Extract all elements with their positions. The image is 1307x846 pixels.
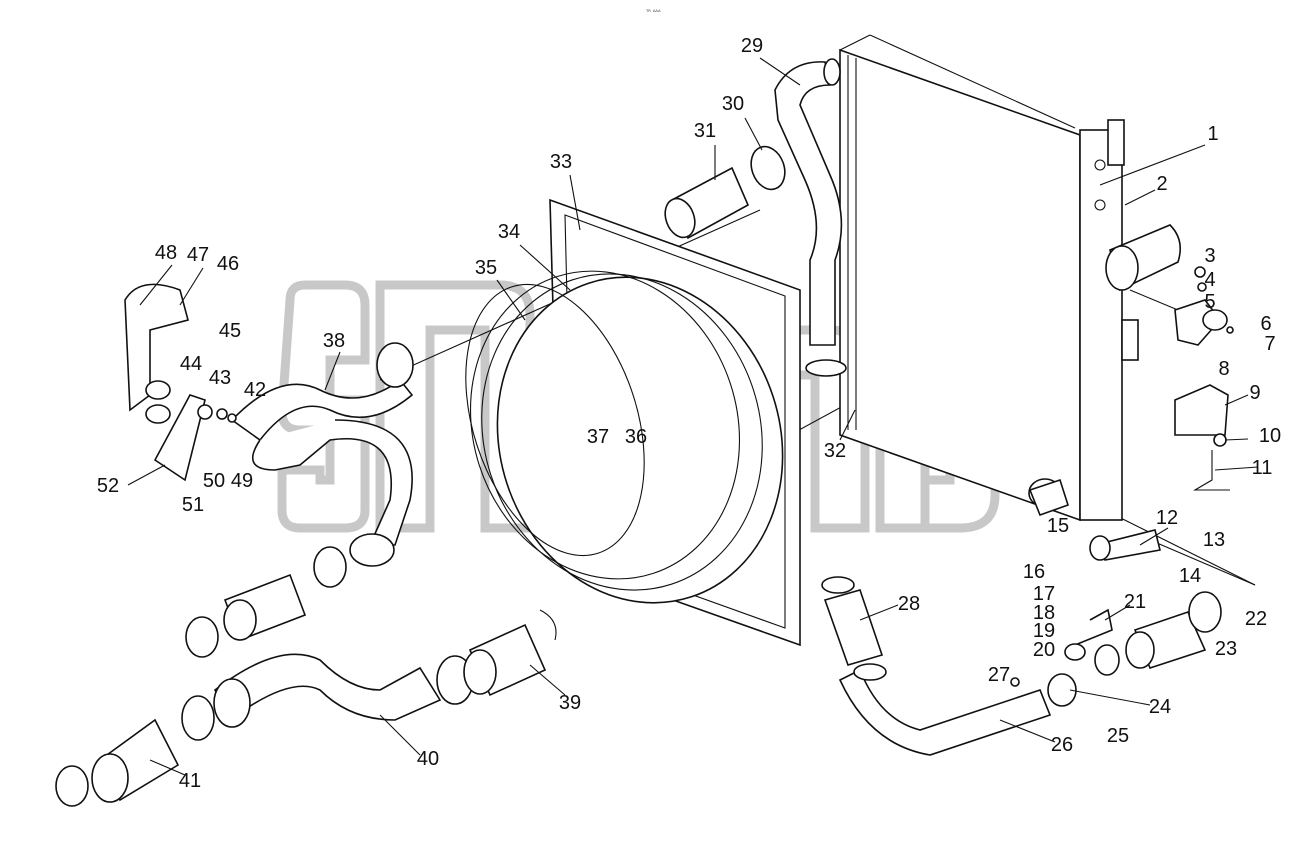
- part-label-15: 15: [1047, 515, 1069, 537]
- radiator: [839, 34, 1181, 522]
- part-label-27: 27: [988, 664, 1010, 686]
- part-label-10: 10: [1259, 425, 1281, 447]
- part-number-labels: 1234567891011121314151617181920212223242…: [97, 35, 1281, 792]
- part-label-37: 37: [587, 426, 609, 448]
- part-label-28: 28: [898, 593, 920, 615]
- part-label-23: 23: [1215, 638, 1237, 660]
- part-label-3: 3: [1204, 245, 1215, 267]
- part-label-24: 24: [1149, 696, 1171, 718]
- part-label-42: 42: [244, 379, 266, 401]
- part-label-38: 38: [323, 330, 345, 352]
- fan-shroud: [465, 198, 801, 647]
- part-label-43: 43: [209, 367, 231, 389]
- right-fittings: [821, 266, 1234, 756]
- part-label-50: 50: [203, 470, 225, 492]
- part-label-14: 14: [1179, 565, 1201, 587]
- part-label-46: 46: [217, 253, 239, 275]
- part-label-31: 31: [694, 120, 716, 142]
- part-label-11: 11: [1252, 457, 1273, 479]
- part-label-12: 12: [1156, 507, 1178, 529]
- hose-31: [664, 166, 750, 240]
- part-label-9: 9: [1249, 382, 1260, 404]
- part-label-6: 6: [1260, 313, 1271, 335]
- clamp-30: [750, 145, 786, 191]
- part-label-26: 26: [1051, 734, 1073, 756]
- part-label-25: 25: [1107, 725, 1129, 747]
- part-label-7: 7: [1264, 333, 1275, 355]
- header-tiny-text: ᵀᴿ ᴬᴬᴬ: [645, 9, 661, 16]
- part-label-21: 21: [1124, 591, 1146, 613]
- part-label-39: 39: [559, 692, 581, 714]
- part-label-36: 36: [625, 426, 647, 448]
- part-label-1: 1: [1207, 123, 1218, 145]
- part-label-32: 32: [824, 440, 846, 462]
- part-label-16: 16: [1023, 561, 1045, 583]
- part-label-19: 19: [1033, 620, 1055, 642]
- part-label-41: 41: [179, 770, 201, 792]
- part-label-29: 29: [741, 35, 763, 57]
- part-label-52: 52: [97, 475, 119, 497]
- part-label-35: 35: [475, 257, 497, 279]
- part-label-22: 22: [1245, 608, 1267, 630]
- part-label-44: 44: [180, 353, 202, 375]
- part-label-51: 51: [182, 494, 204, 516]
- upper-hose: [774, 58, 847, 377]
- part-label-30: 30: [722, 93, 744, 115]
- part-label-40: 40: [417, 748, 439, 770]
- part-label-13: 13: [1203, 529, 1225, 551]
- part-label-4: 4: [1204, 269, 1215, 291]
- part-label-18: 18: [1033, 602, 1055, 624]
- part-label-17: 17: [1033, 583, 1055, 605]
- bracket-assembly: [124, 283, 237, 482]
- part-label-49: 49: [231, 470, 253, 492]
- part-label-45: 45: [219, 320, 241, 342]
- part-label-8: 8: [1218, 358, 1229, 380]
- part-label-48: 48: [155, 242, 177, 264]
- part-label-47: 47: [187, 244, 209, 266]
- part-label-20: 20: [1033, 639, 1055, 661]
- part-label-34: 34: [498, 221, 520, 243]
- part-label-2: 2: [1156, 173, 1167, 195]
- lower-pipe-assembly: [55, 342, 557, 807]
- leader-lines: [127, 57, 1259, 776]
- part-label-33: 33: [550, 151, 572, 173]
- part-label-5: 5: [1204, 291, 1215, 313]
